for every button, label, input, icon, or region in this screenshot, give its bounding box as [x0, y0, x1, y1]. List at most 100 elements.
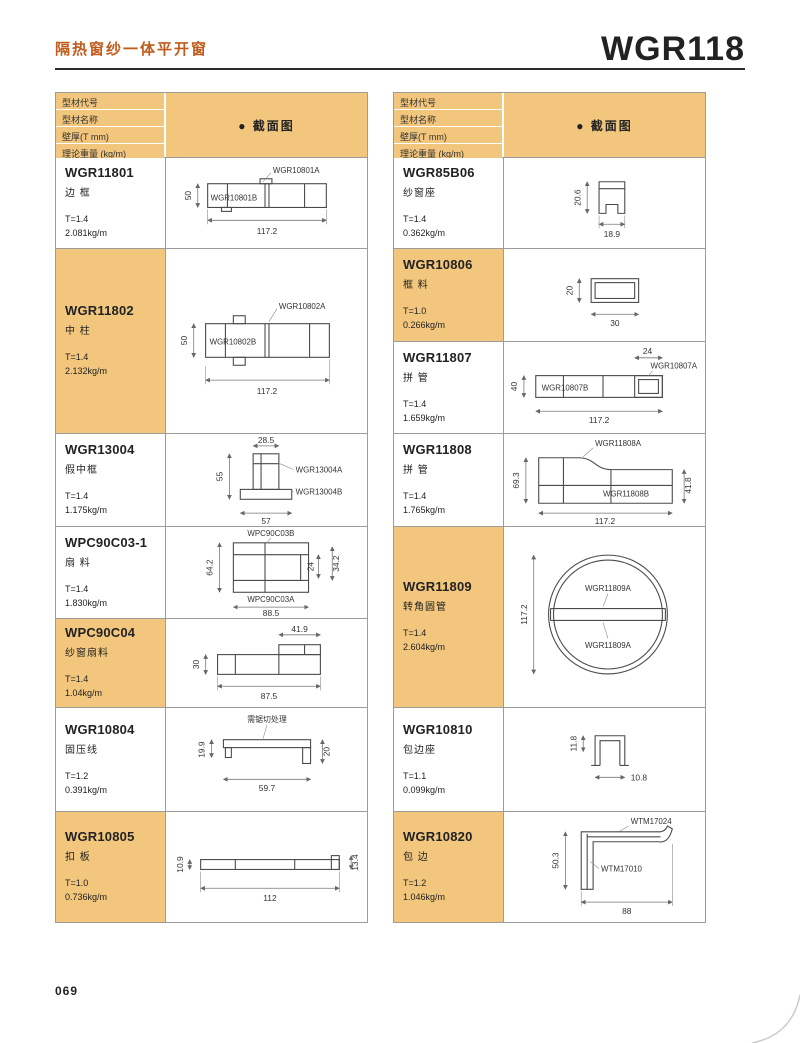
profile-weight: 1.04kg/m: [65, 688, 103, 698]
profile-weight: 1.659kg/m: [403, 412, 446, 423]
profile-specs: T=1.4 1.659kg/m: [403, 398, 499, 426]
header-profile-code: 型材代号: [56, 93, 164, 110]
profile-specs: T=1.2 1.046kg/m: [403, 877, 499, 905]
table-row: WGR11807 拼 管 T=1.4 1.659kg/m 24: [394, 341, 705, 433]
profile-name: 转角圆管: [403, 602, 447, 614]
profile-weight: 0.362kg/m: [403, 228, 446, 238]
table-row: WGR13004 假中框 T=1.4 1.175kg/m 28.5: [56, 433, 367, 526]
dimension-label: 28.5: [258, 435, 275, 445]
dimension-label: 20: [321, 747, 331, 757]
profile-specs: T=1.1 0.099kg/m: [403, 770, 499, 798]
profile-code: WGR10806: [403, 257, 473, 273]
profile-name: 纱窗扇料: [65, 648, 109, 660]
profile-specs: T=1.4 2.081kg/m: [65, 213, 161, 241]
diagram-wgr85b06: 20.6 18.9: [572, 181, 626, 239]
diagram-wgr13004: 28.5 WGR13004A WGR13004B 55 57: [214, 435, 343, 526]
profile-name: 包 边: [403, 852, 429, 864]
profile-thickness: T=1.4: [65, 491, 89, 502]
dimension-label: 20.6: [572, 189, 582, 206]
header-wall-thickness: 壁厚(T mm): [56, 127, 164, 144]
header-label-column: 型材代号 型材名称 壁厚(T mm) 理论重量 (kg/m): [394, 93, 504, 160]
right-table: 型材代号 型材名称 壁厚(T mm) 理论重量 (kg/m) ● 截面图 WGR…: [393, 92, 706, 923]
profile-info-cell: WGR10806 框 料 T=1.0 0.266kg/m: [394, 249, 504, 341]
profile-specs: T=1.0 0.736kg/m: [65, 877, 161, 905]
diagram-wgr11809: WGR11809A WGR11809A 117.2: [519, 554, 668, 675]
profile-thickness: T=1.4: [65, 674, 89, 685]
section-diagram-cell: 24 WGR10807A WGR10807B 40 117.2: [504, 342, 705, 433]
dimension-label: 50: [179, 336, 189, 346]
diagram-wgr10804: 需锯切处理 19.9 20 59.7: [197, 714, 332, 793]
profile-specs: T=1.0 0.266kg/m: [403, 305, 499, 333]
profile-name: 扣 板: [65, 852, 91, 864]
profile-code: WGR10810: [403, 721, 473, 737]
profile-code: WGR10805: [65, 829, 135, 845]
dimension-label: 41.8: [683, 477, 693, 494]
dimension-label: 30: [191, 659, 201, 669]
dimension-label: 40: [509, 382, 519, 392]
profile-code: WPC90C03-1: [65, 534, 148, 550]
dimension-label: 59.7: [259, 783, 276, 793]
profile-info-cell: WGR11807 拼 管 T=1.4 1.659kg/m: [394, 342, 504, 433]
diagram-wgr10805: 10.9 13.4 112: [175, 854, 360, 903]
content: 型材代号 型材名称 壁厚(T mm) 理论重量 (kg/m) ● 截面图 WGR…: [55, 92, 706, 923]
profile-thickness: T=1.4: [403, 398, 427, 409]
profile-thickness: T=1.0: [65, 878, 89, 889]
profile-info-cell: WGR11801 边 框 T=1.4 2.081kg/m: [56, 158, 166, 248]
profile-name: 固压线: [65, 744, 98, 756]
header-section-diagram: ● 截面图: [504, 93, 705, 157]
profile-name: 纱窗座: [403, 188, 436, 200]
table-row: WPC90C03-1 扇 料 T=1.4 1.830kg/m WPC90C03B: [56, 526, 367, 618]
part-label: WGR11809A: [585, 641, 632, 650]
profile-name: 假中框: [65, 465, 98, 477]
dimension-label: 69.3: [511, 472, 521, 489]
left-table-header: 型材代号 型材名称 壁厚(T mm) 理论重量 (kg/m) ● 截面图: [56, 93, 367, 160]
profile-thickness: T=1.1: [403, 770, 427, 781]
dimension-label: 117.2: [589, 415, 610, 425]
part-label: WPC90C03A: [247, 595, 295, 604]
section-diagram-cell: WPC90C03B 64.2 24 34.2 WPC90C03A 88.5: [166, 527, 367, 618]
table-row: WPC90C04 纱窗扇料 T=1.4 1.04kg/m 41.9: [56, 618, 367, 707]
dimension-label: 20: [564, 286, 574, 296]
page-number: 069: [55, 984, 79, 998]
profile-weight: 2.132kg/m: [65, 366, 108, 376]
profile-weight: 1.175kg/m: [65, 505, 108, 515]
diagram-wgr10810: 11.8 10.8: [568, 735, 647, 782]
profile-thickness: T=1.4: [65, 214, 89, 225]
table-row: WGR10804 固压线 T=1.2 0.391kg/m 需锯切处理: [56, 707, 367, 811]
header-label-column: 型材代号 型材名称 壁厚(T mm) 理论重量 (kg/m): [56, 93, 166, 160]
profile-info-cell: WPC90C03-1 扇 料 T=1.4 1.830kg/m: [56, 527, 166, 618]
profile-thickness: T=1.4: [403, 491, 427, 502]
profile-info-cell: WGR13004 假中框 T=1.4 1.175kg/m: [56, 434, 166, 526]
part-label: WGR13004A: [296, 466, 343, 475]
diagram-wgr10820: WTM17024 WTM17010 50.3 88: [550, 817, 673, 916]
profile-weight: 0.099kg/m: [403, 784, 446, 795]
profile-specs: T=1.4 1.175kg/m: [65, 490, 161, 518]
section-diagram-cell: WGR10802A WGR10802B 50 117.2: [166, 249, 367, 433]
part-label: WGR11808A: [595, 439, 642, 448]
profile-info-cell: WGR11809 转角圆管 T=1.4 2.604kg/m: [394, 527, 504, 707]
section-diagram-cell: 10.9 13.4 112: [166, 812, 367, 922]
table-row: WGR11802 中 柱 T=1.4 2.132kg/m WGR10802A: [56, 248, 367, 433]
profile-info-cell: WGR85B06 纱窗座 T=1.4 0.362kg/m: [394, 158, 504, 248]
profile-weight: 1.830kg/m: [65, 597, 108, 608]
diagram-wgr11802: WGR10802A WGR10802B 50 117.2: [179, 302, 330, 396]
profile-code: WGR85B06: [403, 165, 475, 181]
dimension-label: 88: [622, 906, 632, 916]
right-table-header: 型材代号 型材名称 壁厚(T mm) 理论重量 (kg/m) ● 截面图: [394, 93, 705, 160]
table-row: WGR11808 拼 管 T=1.4 1.765kg/m WGR11808A: [394, 433, 705, 526]
table-row: WGR10805 扣 板 T=1.0 0.736kg/m 10.9: [56, 811, 367, 922]
profile-weight: 2.081kg/m: [65, 228, 108, 238]
part-label: WGR13004B: [296, 487, 343, 496]
part-label: WGR11808B: [603, 489, 649, 498]
profile-specs: T=1.4 2.604kg/m: [403, 627, 499, 655]
table-row: WGR85B06 纱窗座 T=1.4 0.362kg/m 20.6: [394, 157, 705, 248]
dimension-label: 34.2: [331, 555, 341, 572]
header-profile-name: 型材名称: [394, 110, 502, 127]
diagram-wpc90c04: 41.9 30 87.5: [191, 624, 321, 701]
part-label: WPC90C03B: [247, 529, 294, 538]
dimension-label: 87.5: [261, 691, 278, 701]
dimension-label: 19.9: [197, 741, 207, 758]
profile-code: WGR11808: [403, 442, 472, 458]
dimension-label: 117.2: [257, 226, 278, 236]
